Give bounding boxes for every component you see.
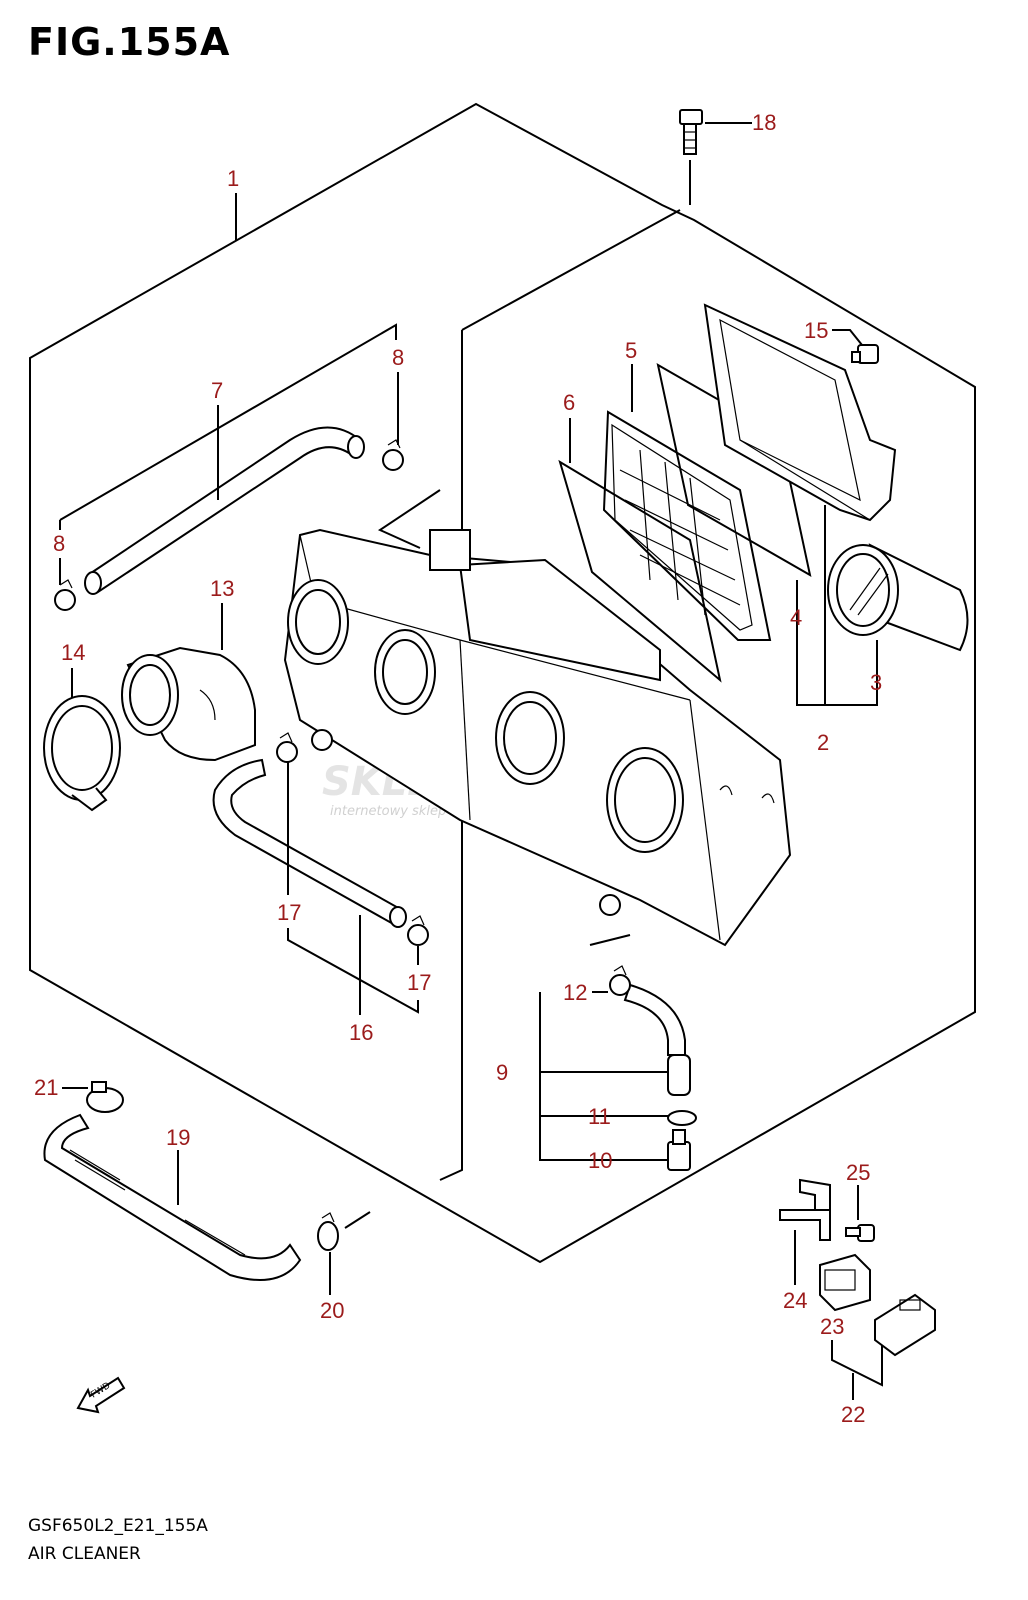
callout-13: 13 xyxy=(210,576,234,601)
callout-19: 19 xyxy=(166,1125,190,1150)
callout-17-lower: 17 xyxy=(407,970,431,995)
bracket-24-icon xyxy=(779,1178,831,1241)
clamp-8-upper-icon xyxy=(382,439,404,471)
callout-14: 14 xyxy=(61,640,85,665)
filter-element-5-icon xyxy=(602,410,772,641)
air-cleaner-case-icon xyxy=(283,528,792,947)
clamp-21-icon xyxy=(86,1081,124,1113)
leader-15 xyxy=(832,329,863,346)
screw-15-icon xyxy=(851,344,879,364)
plug-10-icon xyxy=(667,1129,691,1171)
callout-18: 18 xyxy=(752,110,776,135)
clamp-12-icon xyxy=(609,965,631,996)
callout-4: 4 xyxy=(790,605,802,630)
callout-10: 10 xyxy=(588,1148,612,1173)
hose-16-icon xyxy=(212,758,407,928)
diagram-code: GSF650L2_E21_155A xyxy=(28,1516,208,1536)
leader-22-bracket xyxy=(831,1340,883,1387)
callout-23: 23 xyxy=(820,1314,844,1339)
callout-5: 5 xyxy=(625,338,637,363)
callout-11: 11 xyxy=(588,1104,611,1129)
callout-2: 2 xyxy=(817,730,829,755)
callout-22: 22 xyxy=(841,1402,865,1427)
callout-3: 3 xyxy=(870,670,882,695)
callout-15: 15 xyxy=(804,318,828,343)
leader-case-hose xyxy=(377,489,441,549)
band-clamp-14-icon xyxy=(43,695,121,812)
leader-7-bracket xyxy=(59,323,397,530)
callout-24: 24 xyxy=(783,1288,807,1313)
intake-funnel-3-icon xyxy=(827,543,969,652)
callout-6: 6 xyxy=(563,390,575,415)
intake-boot-13-icon xyxy=(121,646,256,762)
hose-7-icon xyxy=(84,426,365,595)
cover-2-icon xyxy=(703,303,897,522)
callout-12: 12 xyxy=(563,980,587,1005)
clamp-17-lower-icon xyxy=(407,915,429,946)
callout-21: 21 xyxy=(34,1075,58,1100)
leader-20-tail xyxy=(344,1211,371,1229)
sensor-23-icon xyxy=(819,1253,871,1312)
callout-8-upper: 8 xyxy=(392,345,404,370)
hose-9-icon xyxy=(623,983,691,1096)
callout-1: 1 xyxy=(227,166,239,191)
leader-17-bracket xyxy=(287,928,419,1014)
leader-4-3-bracket xyxy=(796,580,878,706)
diagram-name: AIR CLEANER xyxy=(28,1544,141,1564)
screw-25-icon xyxy=(845,1224,875,1242)
assembly-outline xyxy=(29,102,976,1264)
clamp-11-icon xyxy=(667,1110,697,1126)
callout-16: 16 xyxy=(349,1020,373,1045)
callout-17-upper: 17 xyxy=(277,900,301,925)
bolt-18-icon xyxy=(679,109,703,155)
callout-7: 7 xyxy=(211,378,223,403)
clamp-20-icon xyxy=(317,1212,339,1251)
seal-6-icon xyxy=(558,459,722,683)
hose-19-icon xyxy=(43,1113,302,1281)
clamp-8-lower-icon xyxy=(54,579,76,611)
connector-22-icon xyxy=(874,1293,936,1357)
figure-title: FIG.155A xyxy=(28,20,231,64)
callout-8-lower: 8 xyxy=(53,531,65,556)
callout-25: 25 xyxy=(846,1160,870,1185)
callout-9: 9 xyxy=(496,1060,508,1085)
fwd-arrow-icon: FWD xyxy=(76,1376,126,1414)
leader-drain-bracket xyxy=(539,992,668,1161)
leader-drain xyxy=(589,934,631,946)
clamp-17-upper-icon xyxy=(276,732,298,763)
callout-20: 20 xyxy=(320,1298,344,1323)
